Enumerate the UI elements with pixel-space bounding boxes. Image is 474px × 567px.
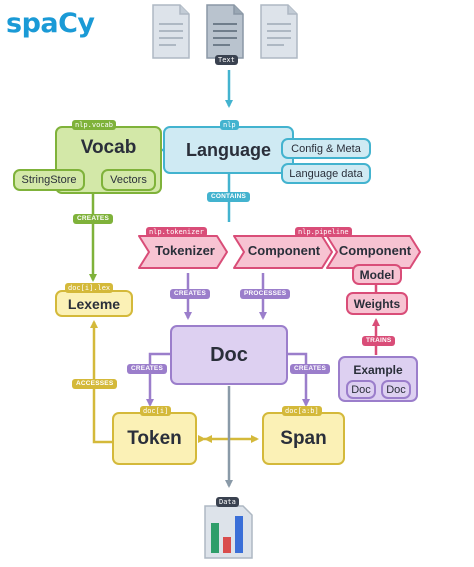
weights-box: Weights (346, 292, 408, 315)
example-doc-box: Doc (346, 380, 376, 399)
example-doc-label: Doc (351, 383, 371, 396)
weights-label: Weights (353, 296, 401, 311)
accesses-label: ACCESSES (72, 379, 118, 389)
language-title: Language (185, 139, 271, 160)
vectors-box: Vectors (101, 169, 156, 191)
example-doc-box: Doc (381, 380, 411, 399)
doc-to-span-arrow (288, 352, 310, 407)
pipeline-shapes (138, 235, 421, 269)
language-box: Language (163, 126, 294, 174)
spacy-logo: spaCy (6, 8, 95, 39)
tokenizer-tag: nlp.tokenizer (146, 227, 207, 237)
vectors-label: Vectors (110, 174, 147, 186)
lexeme-box: Lexeme (55, 290, 133, 317)
bar-chart-document-icon (204, 505, 253, 559)
span-creates-label: CREATES (290, 364, 330, 374)
token-to-lexeme-arrow (90, 320, 112, 444)
config-meta-box: Config & Meta (281, 138, 371, 159)
vocab-title: Vocab (80, 137, 137, 158)
span-title: Span (280, 427, 327, 449)
config-meta-label: Config & Meta (291, 142, 361, 155)
tokenizer-title: Tokenizer (155, 243, 215, 258)
stringstore-label: StringStore (21, 174, 77, 186)
tokenizer-chevron (138, 235, 228, 269)
example-doc-label: Doc (386, 383, 406, 396)
component-label-2: Component (338, 243, 412, 258)
token-box: Token (112, 412, 197, 465)
text-label: Text (215, 55, 238, 65)
processes-label: PROCESSES (240, 289, 291, 299)
data-label: Data (216, 497, 239, 507)
model-label: Model (359, 267, 395, 282)
span-box: Span (262, 412, 345, 465)
doc-title: Doc (210, 343, 248, 366)
contains-label: CONTAINS (207, 192, 251, 202)
document-icon (206, 4, 244, 59)
component-label-1: Component (247, 243, 321, 258)
token-title: Token (127, 427, 182, 449)
model-box: Model (352, 264, 402, 285)
example-title: Example (353, 363, 403, 377)
component-chevron (326, 235, 421, 269)
vocab-tag: nlp.vocab (72, 120, 116, 130)
tokenizer-creates-label: CREATES (170, 289, 210, 299)
language-data-label: Language data (289, 167, 363, 180)
lexeme-tag: doc[i].lex (65, 283, 114, 293)
trains-label: TRAINS (362, 336, 396, 346)
span-tag: doc[a:b] (282, 406, 322, 416)
doc-to-token-arrow (146, 352, 170, 407)
document-icon (260, 4, 298, 59)
document-icon (152, 4, 190, 59)
token-creates-label: CREATES (127, 364, 167, 374)
language-data-box: Language data (281, 163, 371, 184)
pipeline-tag: nlp.pipeline (295, 227, 352, 237)
token-tag: doc[i] (140, 406, 172, 416)
vocab-creates-label: CREATES (73, 214, 113, 224)
language-tag: nlp (220, 120, 239, 130)
doc-box: Doc (170, 325, 288, 385)
stringstore-box: StringStore (13, 169, 85, 191)
lexeme-title: Lexeme (67, 295, 121, 312)
